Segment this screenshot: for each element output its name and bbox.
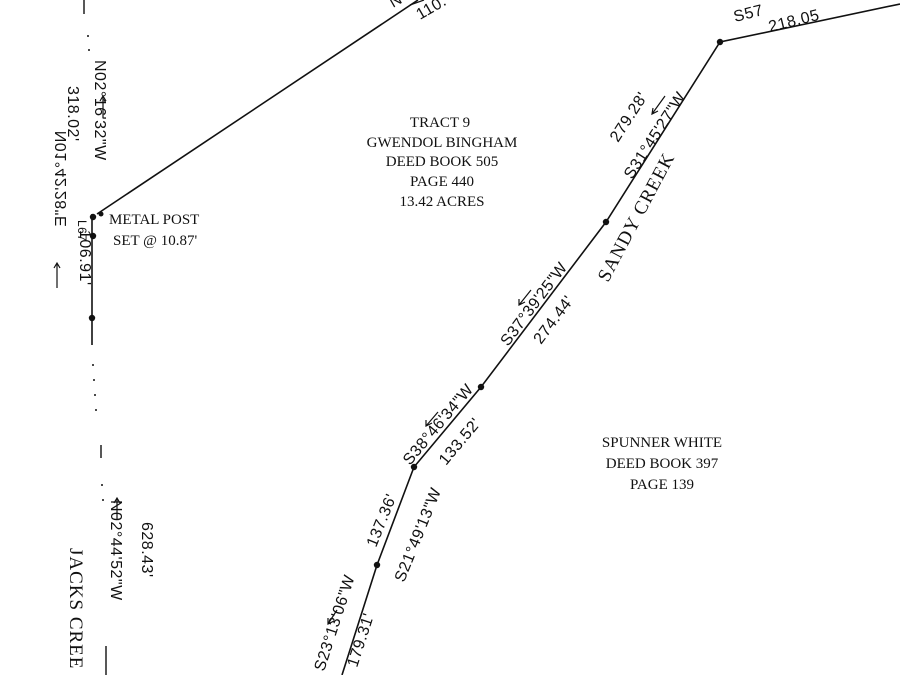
tract-9-owner: GWENDOL BINGHAM <box>367 135 518 151</box>
spunner-deed-book: DEED BOOK 397 <box>606 456 719 472</box>
top-distance-label: 110. <box>414 0 450 23</box>
west-lower-bearing-label: N02°44'52"W <box>107 500 124 601</box>
creek-call-4-distance: 137.36' <box>364 492 401 550</box>
west-upper-distance-label: 318.02' <box>64 86 81 142</box>
direction-arrows <box>53 0 666 625</box>
corner-points <box>88 38 724 569</box>
top-bearing-label: N <box>387 0 406 11</box>
creek-call-5-distance: 179.31' <box>345 611 378 669</box>
jacks-creek-label: JACKS CREE <box>65 548 86 669</box>
tract-9-title: TRACT 9 <box>410 115 470 131</box>
west-mid-distance-label: 106.91' <box>76 230 93 286</box>
spunner-page: PAGE 139 <box>630 477 694 493</box>
boundary-line-north <box>96 0 419 215</box>
line-table-ref-label: L67 <box>75 220 89 242</box>
tract-9-acreage: 13.42 ACRES <box>399 194 484 210</box>
top-right-distance-label: 218.05 <box>767 7 822 36</box>
tract-9-label: TRACT 9 GWENDOL BINGHAM DEED BOOK 505 PA… <box>367 115 518 210</box>
metal-post-set-label: SET @ 10.87' <box>113 233 197 249</box>
creek-traverse-line <box>341 3 900 675</box>
west-dotted-line <box>87 35 104 501</box>
metal-post-note: METAL POST SET @ 10.87' <box>109 212 199 249</box>
spunner-owner: SPUNNER WHITE <box>602 435 722 451</box>
west-mid-bearing-label: N01°42'28"E <box>53 131 70 227</box>
top-right-bearing-label: S57 <box>732 2 765 26</box>
metal-post-label: METAL POST <box>109 212 199 228</box>
west-upper-bearing-label: N02°16'32"W <box>91 60 108 161</box>
west-lower-distance-label: 628.43' <box>138 522 155 578</box>
spunner-white-label: SPUNNER WHITE DEED BOOK 397 PAGE 139 <box>602 435 722 493</box>
tract-9-page: PAGE 440 <box>410 174 474 190</box>
creek-call-4-bearing: S21°49'13"W <box>392 485 445 584</box>
tract-9-deed-book: DEED BOOK 505 <box>386 154 499 170</box>
